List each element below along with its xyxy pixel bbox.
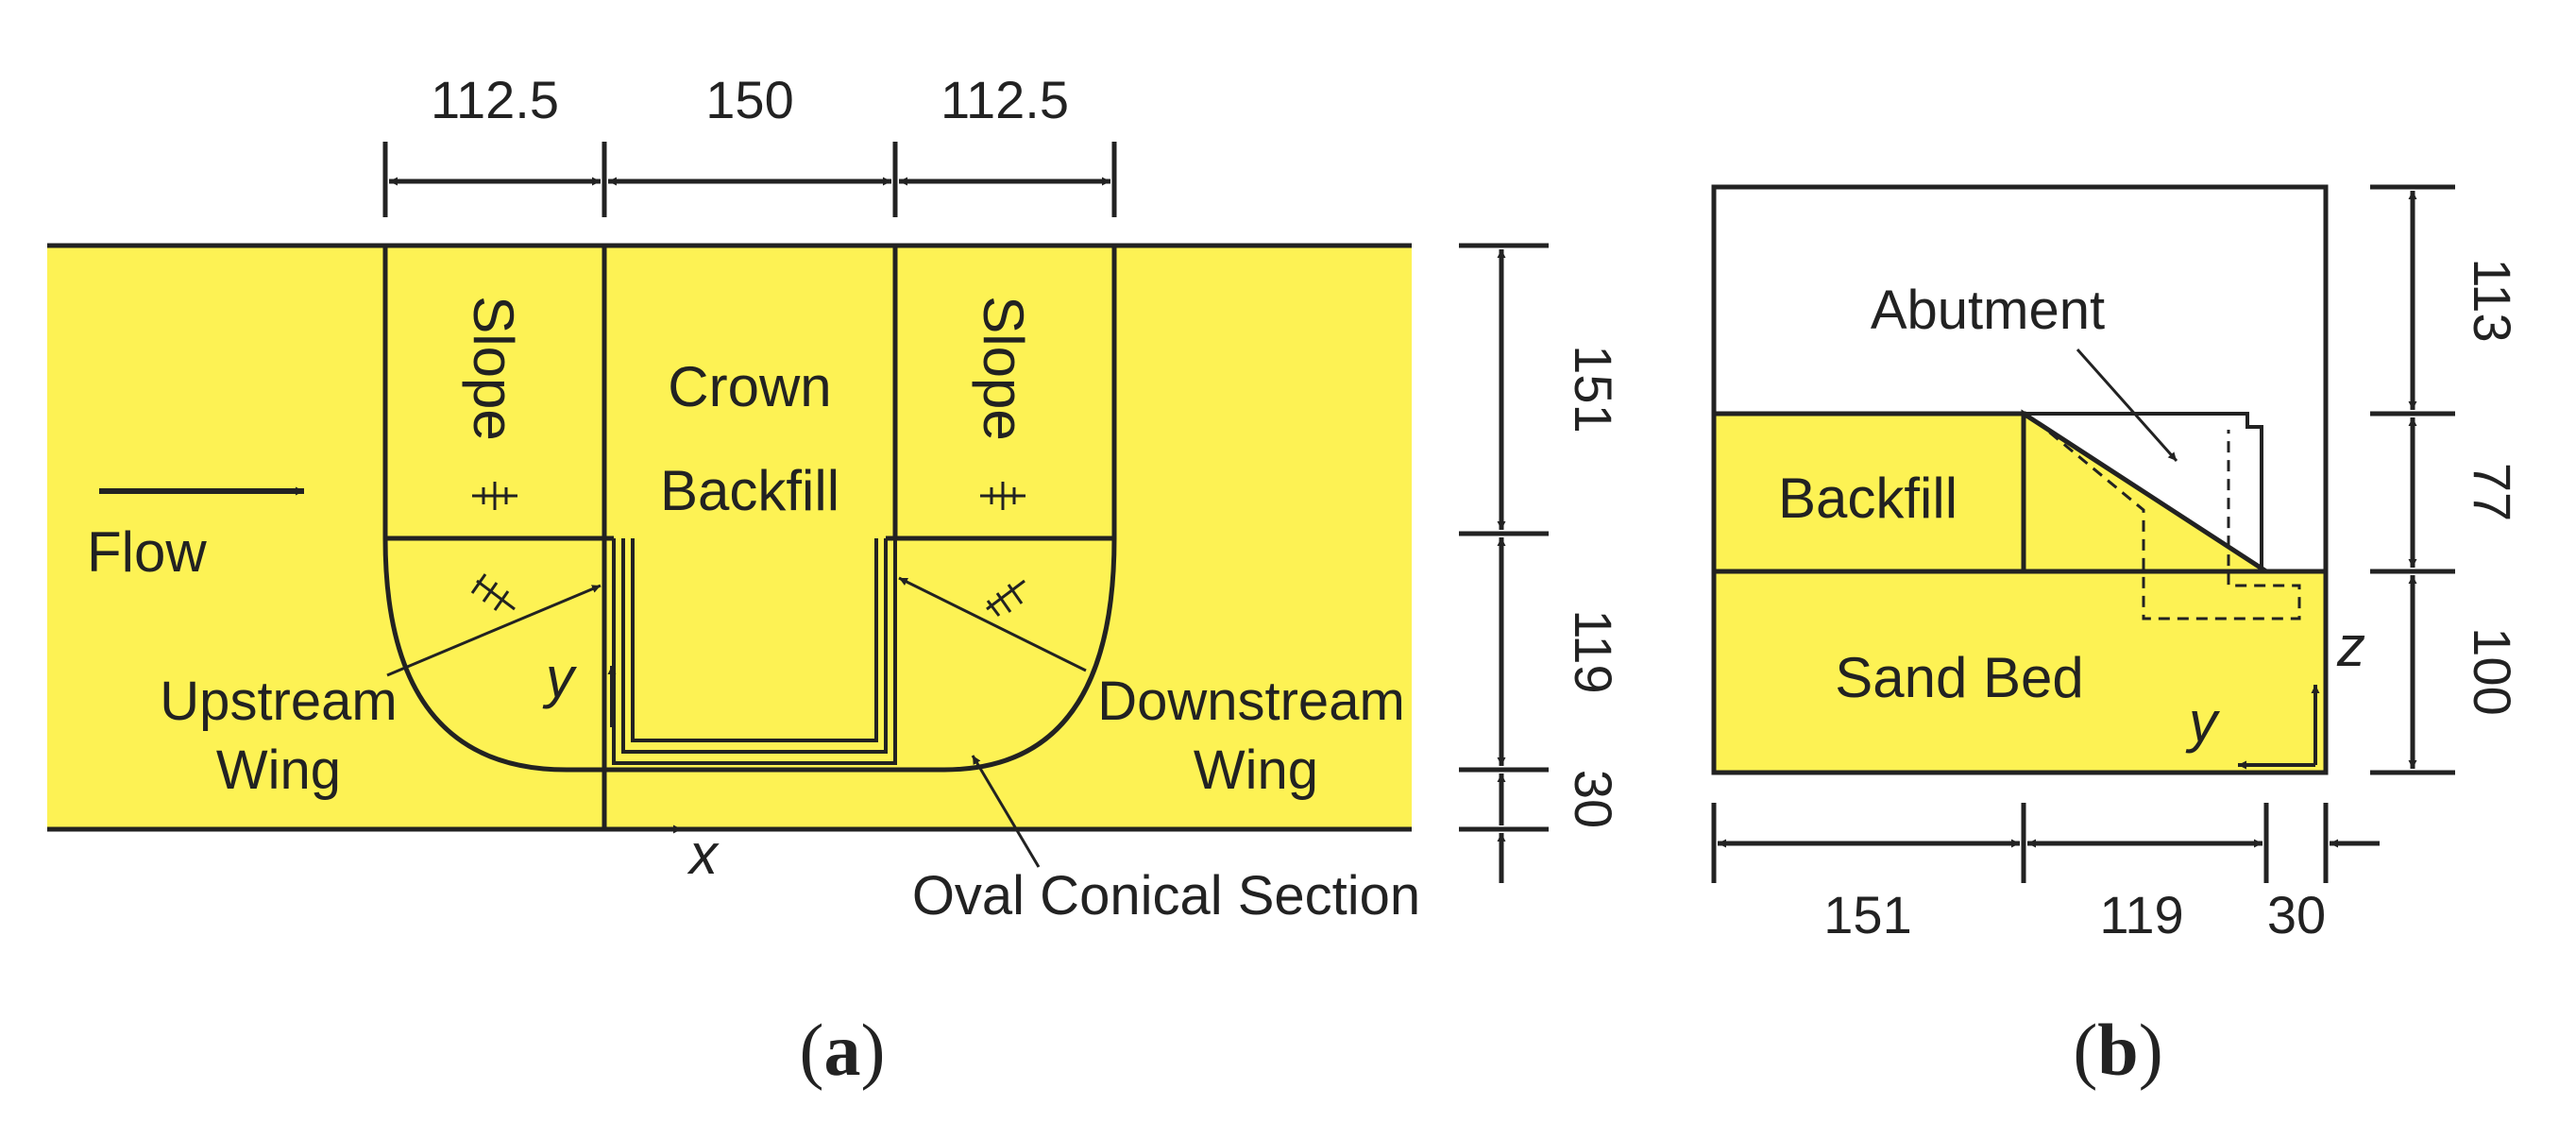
slope-symbol-right [980, 482, 1025, 510]
crown-label: Crown [668, 355, 831, 418]
slope-right-label: Slope [972, 296, 1035, 440]
dim-top-1: 112.5 [431, 70, 559, 129]
downstream-wing-label-1: Downstream [1097, 671, 1405, 732]
downstream-leader [898, 576, 1087, 672]
caption-b: (b) [2073, 1009, 2162, 1091]
dim-b-bottom-1: 151 [1823, 885, 1911, 944]
axis-x-label: x [686, 823, 720, 886]
axis-y-label: y [542, 646, 578, 709]
abutment-wall-outer [612, 538, 897, 765]
dim-b-right-2: 77 [2463, 463, 2522, 521]
dim-b-bottom-3: 30 [2267, 885, 2326, 944]
backfill-label-a: Backfill [660, 459, 839, 522]
upstream-leader [386, 584, 602, 677]
dim-b-right-1: 113 [2463, 258, 2522, 342]
flow-label: Flow [87, 520, 207, 584]
panel-a: 112.5 150 112.5 151 119 30 Flow Slope Sl… [47, 70, 1623, 1091]
abutment-outline [382, 246, 1117, 773]
downstream-wing-label-2: Wing [1194, 740, 1318, 801]
oval-section-label: Oval Conical Section [912, 865, 1420, 926]
slope-wedge [2021, 409, 2275, 574]
caption-a: (a) [800, 1009, 886, 1091]
slope-left-label: Slope [462, 296, 525, 440]
dimension-right [1459, 243, 1549, 883]
upstream-wing-label-2: Wing [216, 740, 341, 801]
dim-right-1: 151 [1564, 345, 1623, 433]
dim-b-bottom-2: 119 [2099, 885, 2183, 944]
abutment-dashed-footing [2034, 418, 2301, 620]
dim-b-right-3: 100 [2463, 627, 2522, 715]
oval-leader [971, 755, 1041, 868]
abutment-profile [2024, 412, 2263, 571]
abutment-label: Abutment [1871, 280, 2105, 341]
dim-top-2: 150 [705, 70, 793, 129]
abutment-wall-mid [621, 538, 888, 754]
abutment-wall-inner [631, 538, 878, 742]
backfill-region [1711, 411, 2026, 574]
svg-text:(a): (a) [800, 1009, 886, 1091]
dim-right-2: 119 [1564, 609, 1623, 693]
sand-bed-region [1711, 569, 2329, 775]
slope-symbol-left [472, 482, 517, 510]
dimension-bottom-b [1711, 803, 2380, 883]
axis-z-label: z [2336, 615, 2365, 678]
backfill-label-b: Backfill [1778, 467, 1957, 530]
wing-symbol-right [986, 579, 1025, 617]
dimension-right-b [2370, 184, 2455, 775]
wing-symbol-left [470, 573, 516, 611]
upstream-wing-label-1: Upstream [160, 671, 397, 732]
channel-band [47, 246, 1412, 829]
sand-bed-label: Sand Bed [1835, 646, 2084, 709]
axis-y-label-b: y [2185, 690, 2221, 754]
dimension-top [382, 142, 1117, 217]
panel-b: Backfill Sand Bed Abutment 113 77 100 15… [1711, 184, 2522, 1091]
dim-top-3: 112.5 [941, 70, 1069, 129]
svg-text:(b): (b) [2073, 1009, 2162, 1091]
abutment-leader [2076, 348, 2178, 462]
dim-right-3: 30 [1564, 770, 1623, 828]
